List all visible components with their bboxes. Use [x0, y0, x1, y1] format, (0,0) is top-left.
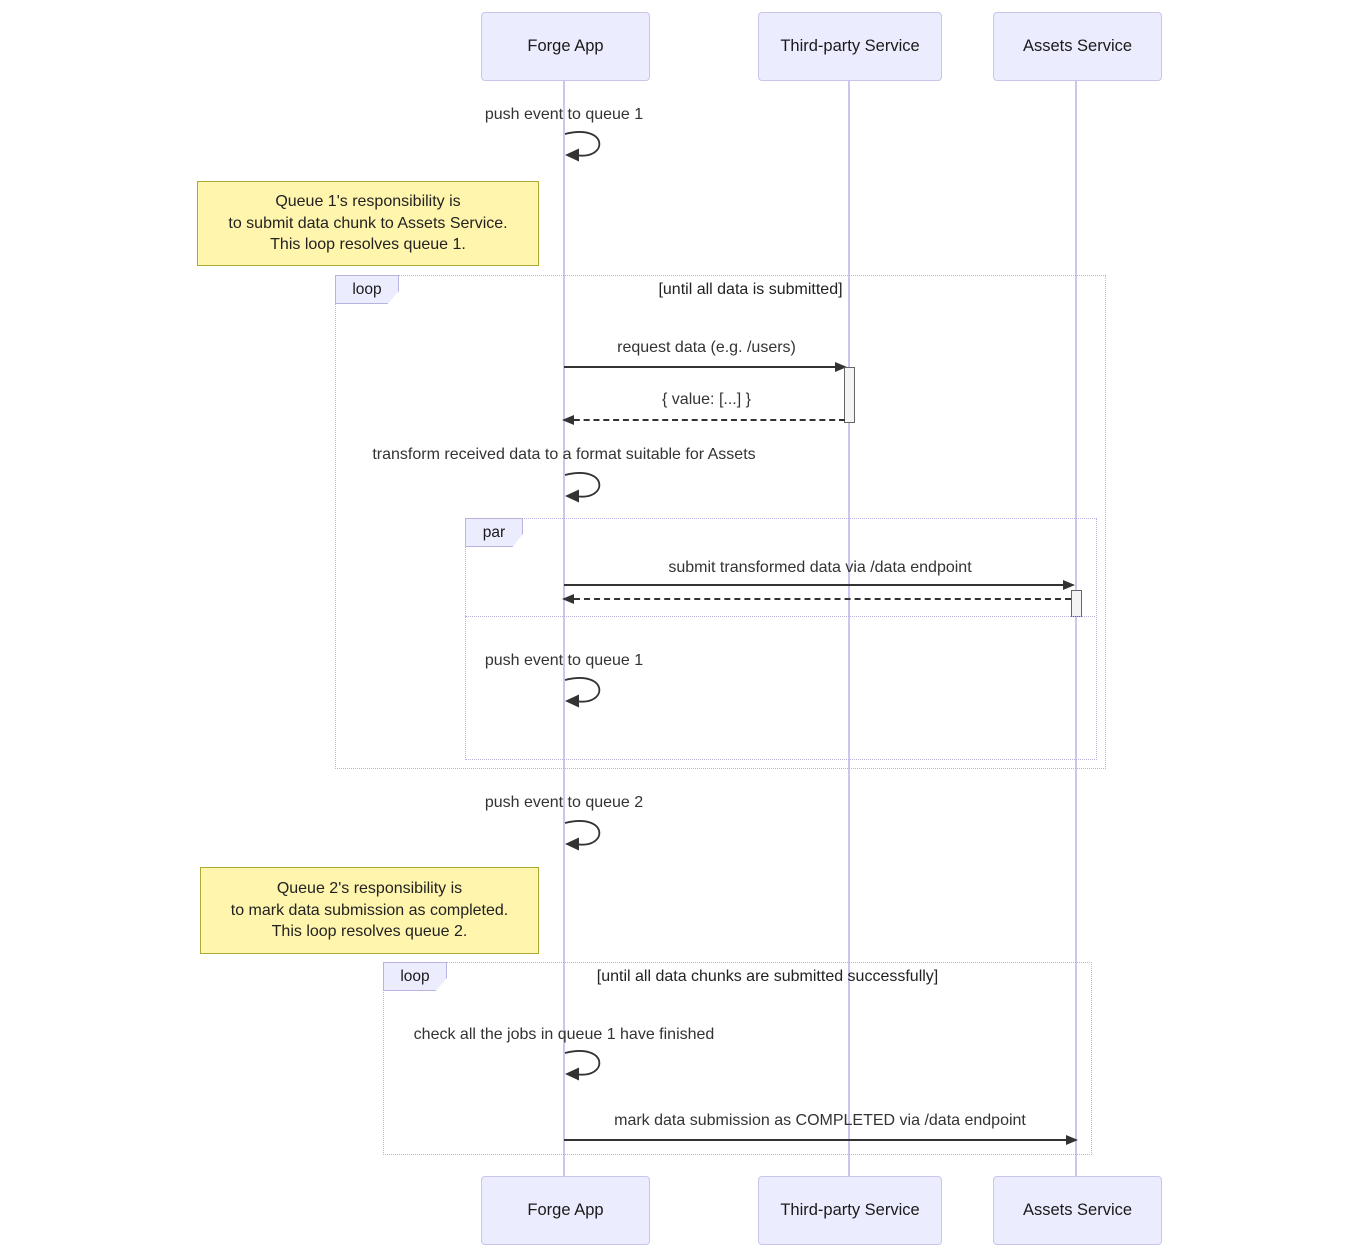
participant-label: Third-party Service [780, 1201, 920, 1219]
participant-label: Third-party Service [780, 37, 920, 55]
arrow-submit-data [564, 579, 1075, 590]
lifeline-forge-app [563, 80, 565, 1177]
message-value-return: { value: [...] } [662, 391, 751, 408]
loop2-frame [383, 962, 1092, 1155]
note-line: to submit data chunk to Assets Service. [228, 214, 508, 232]
lifeline-assets-service [1075, 80, 1077, 1177]
participant-label: Assets Service [1022, 37, 1133, 55]
note-line: This loop resolves queue 1. [270, 236, 466, 254]
participant-third-party-service-top: Third-party Service [758, 12, 942, 81]
note-line: to mark data submission as completed. [230, 901, 509, 919]
participant-forge-app-bottom: Forge App [481, 1176, 650, 1245]
activation-assets [1071, 590, 1082, 617]
self-message-arrow-icon [564, 1050, 601, 1081]
lifeline-third-party-service [848, 80, 850, 1177]
participant-assets-service-top: Assets Service [993, 12, 1162, 81]
note-line: Queue 1's responsibility is [275, 193, 461, 211]
participant-label: Forge App [527, 1201, 604, 1219]
participant-forge-app-top: Forge App [481, 12, 650, 81]
par-label: par [465, 518, 523, 547]
loop1-frame [335, 275, 1106, 769]
frame-label-text: par [482, 523, 506, 541]
message-request-data: request data (e.g. /users) [617, 339, 796, 356]
message-push-event-queue2: push event to queue 2 [484, 794, 644, 811]
par-frame [465, 518, 1097, 760]
self-message-arrow-icon [564, 472, 601, 503]
loop1-condition: [until all data is submitted] [658, 281, 843, 298]
arrow-mark-completed [564, 1134, 1078, 1145]
frame-label-text: loop [400, 967, 430, 985]
note-line: Queue 2's responsibility is [276, 880, 463, 898]
self-message-arrow-icon [564, 677, 601, 708]
participant-third-party-service-bottom: Third-party Service [758, 1176, 942, 1245]
activation-third-party [844, 367, 855, 423]
message-push-event-queue1-repeat: push event to queue 1 [484, 652, 644, 669]
message-transform-data: transform received data to a format suit… [372, 446, 756, 463]
message-check-jobs: check all the jobs in queue 1 have finis… [413, 1026, 715, 1043]
frame-label-text: loop [352, 280, 382, 298]
arrow-submit-return [562, 593, 1071, 604]
message-submit-data: submit transformed data via /data endpoi… [668, 559, 972, 576]
loop2-condition: [until all data chunks are submitted suc… [596, 968, 939, 985]
message-push-event-queue1: push event to queue 1 [484, 106, 644, 123]
self-message-arrow-icon [564, 820, 601, 851]
note-queue1: Queue 1's responsibility is to submit da… [197, 181, 539, 266]
par-divider [465, 616, 1095, 617]
note-line: This loop resolves queue 2. [271, 923, 468, 941]
arrow-request-data [564, 361, 847, 372]
message-mark-completed: mark data submission as COMPLETED via /d… [614, 1112, 1026, 1129]
note-queue2: Queue 2's responsibility is to mark data… [200, 867, 539, 954]
loop2-label: loop [383, 962, 447, 991]
participant-assets-service-bottom: Assets Service [993, 1176, 1162, 1245]
self-message-arrow-icon [564, 131, 601, 162]
loop1-label: loop [335, 275, 399, 304]
participant-label: Assets Service [1022, 1201, 1133, 1219]
arrow-value-return [562, 414, 845, 425]
participant-label: Forge App [527, 37, 604, 55]
